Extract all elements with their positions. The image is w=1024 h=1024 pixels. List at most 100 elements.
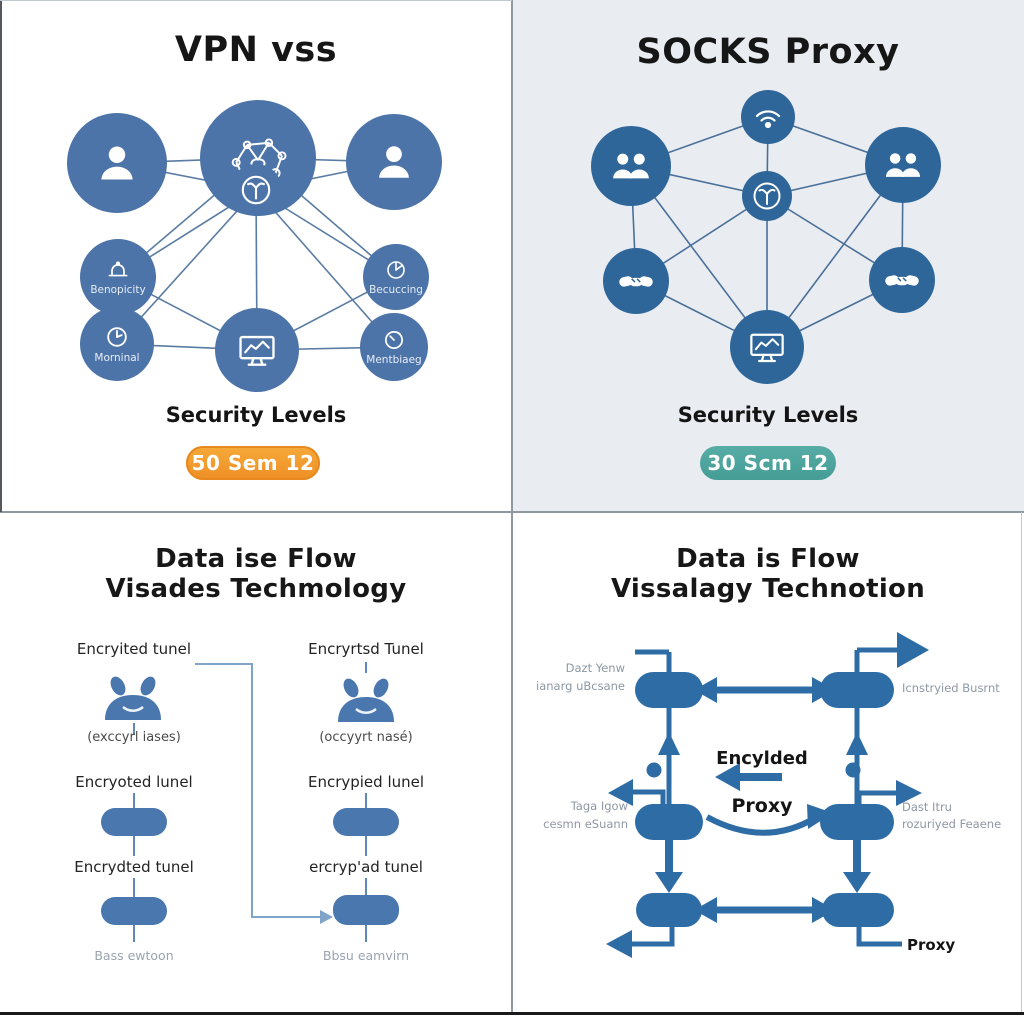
arrowhead-right-icon bbox=[812, 897, 835, 923]
branch-icon bbox=[241, 175, 271, 205]
panel-socks: SOCKS Proxy bbox=[512, 0, 1024, 512]
pie-chart-icon bbox=[387, 261, 405, 279]
socks-node-users-right bbox=[865, 127, 941, 203]
vpn-title: VPN vss bbox=[174, 30, 338, 70]
vpn-node-monitor bbox=[215, 308, 299, 392]
arrowhead-left-icon bbox=[606, 930, 632, 958]
socks-node-hub bbox=[742, 171, 792, 221]
flow-pill bbox=[636, 893, 702, 927]
flow-tick bbox=[365, 662, 367, 673]
arrowhead-up-icon bbox=[658, 732, 680, 755]
vpn-node-user-right bbox=[346, 114, 442, 210]
flow-socks-diagram bbox=[606, 632, 929, 958]
flow-vpn-left-mid-label: Encryoted lunel bbox=[75, 773, 193, 791]
arrowhead-right-icon bbox=[320, 910, 333, 924]
user-icon bbox=[101, 146, 133, 180]
flow-socks-title-line2: Vissalagy Technotion bbox=[610, 574, 926, 604]
flow-socks-left-top-label1: Dazt Yenw bbox=[565, 661, 625, 675]
arrowhead-right-icon bbox=[897, 632, 929, 668]
monitor-chart-icon bbox=[750, 333, 784, 363]
frame-top-edge bbox=[0, 0, 512, 1]
socks-node-users-left bbox=[591, 126, 671, 206]
panel-flow-vpn: Data ise Flow Visades Techmology Encryit… bbox=[0, 512, 512, 1024]
flow-vpn-right-top-label: Encryrtsd Tunel bbox=[308, 640, 424, 658]
flow-vpn-left-caption: (exccyrl iases) bbox=[87, 730, 181, 745]
vpn-security-badge: 50 Sem 12 bbox=[186, 446, 320, 480]
frame-left-edge bbox=[0, 0, 2, 512]
cloud-ears-icon bbox=[105, 676, 161, 720]
flow-vpn-right-caption: (occyyrt nasé) bbox=[319, 730, 413, 745]
panel-flow-socks: Data is Flow Vissalagy Technotion bbox=[512, 512, 1024, 1024]
socks-title: SOCKS Proxy bbox=[636, 32, 900, 72]
flow-pill bbox=[820, 672, 894, 708]
flow-pill bbox=[822, 893, 894, 927]
flow-socks-left-top-label2: ianarg uBcsane bbox=[536, 679, 625, 693]
tunnel-pill bbox=[333, 895, 399, 925]
vpn-node-securing: Becuccing bbox=[363, 244, 429, 310]
connector-dot bbox=[845, 762, 861, 778]
user-icon bbox=[379, 146, 409, 178]
flow-socks-title-line1: Data is Flow bbox=[676, 544, 860, 574]
socks-node-handshake-right bbox=[869, 247, 935, 313]
vpn-network-lines bbox=[116, 157, 397, 351]
flow-vpn-title-line1: Data ise Flow bbox=[155, 544, 357, 574]
vpn-node-hub bbox=[230, 164, 282, 216]
socks-node-wifi bbox=[741, 90, 795, 144]
tunnel-pill bbox=[333, 808, 399, 836]
socks-network-lines bbox=[630, 116, 904, 348]
flow-pill bbox=[820, 804, 894, 840]
tunnel-pill bbox=[101, 808, 167, 836]
panel-vpn: VPN vss bbox=[0, 0, 512, 512]
flow-socks-right-mid-label2: rozuriyed Feaene bbox=[902, 817, 1002, 831]
flow-tick bbox=[365, 836, 367, 856]
flow-vpn-connector bbox=[195, 663, 333, 924]
bell-icon bbox=[108, 261, 128, 277]
flow-tick bbox=[133, 793, 135, 808]
arrowhead-right-icon bbox=[896, 780, 922, 806]
arrowhead-down-icon bbox=[843, 872, 871, 893]
flow-socks-left-mid-label2: cesmn eSuann bbox=[543, 817, 628, 831]
users-icon bbox=[885, 153, 921, 177]
arrowhead-curve-icon bbox=[807, 804, 833, 829]
flow-tick bbox=[133, 723, 135, 735]
flow-socks-center-label2: Proxy bbox=[731, 795, 793, 817]
handshake-icon bbox=[885, 275, 919, 286]
flow-tick bbox=[133, 836, 135, 856]
flow-tick bbox=[133, 878, 135, 897]
flow-vpn-left-lower-label: Encrydted tunel bbox=[74, 858, 194, 876]
monitor-chart-icon bbox=[239, 335, 275, 366]
users-icon bbox=[613, 153, 649, 179]
flow-vpn-left-top-label: Encryited tunel bbox=[76, 640, 192, 658]
vpn-node-nominal: Morninal bbox=[80, 307, 154, 381]
handshake-icon bbox=[619, 276, 653, 287]
wifi-icon bbox=[755, 110, 781, 129]
flow-tick bbox=[133, 925, 135, 942]
frame-right-edge bbox=[1021, 512, 1022, 1013]
vpn-node-label: Mentbiaeg bbox=[366, 354, 422, 366]
vpn-node-security: Benopicity bbox=[80, 239, 156, 315]
connector-dot bbox=[646, 762, 662, 778]
flow-pill bbox=[635, 804, 703, 840]
flow-vpn-left-footer: Bass ewtoon bbox=[94, 948, 174, 963]
horizontal-divider bbox=[0, 511, 1024, 513]
arrowhead-left-icon bbox=[694, 677, 717, 703]
flow-vpn-right-lower-label: ercryp'ad tunel bbox=[309, 858, 423, 876]
socks-node-monitor bbox=[730, 310, 804, 384]
vertical-divider bbox=[511, 0, 513, 1013]
socks-security-badge: 30 Scm 12 bbox=[700, 446, 836, 480]
vpn-node-monitoring: Mentbiaeg bbox=[360, 313, 428, 381]
network-icon bbox=[231, 138, 287, 181]
tunnel-pill bbox=[101, 897, 167, 925]
arrowhead-left-icon bbox=[694, 897, 717, 923]
flow-tick bbox=[365, 878, 367, 895]
vpn-node-label: Morninal bbox=[94, 352, 140, 364]
socks-security-heading: Security Levels bbox=[677, 403, 859, 427]
timer-icon bbox=[385, 331, 403, 349]
socks-node-handshake-left bbox=[603, 248, 669, 314]
vpn-node-label: Becuccing bbox=[369, 284, 423, 296]
flow-pill bbox=[635, 672, 703, 708]
arrowhead-left-icon bbox=[608, 779, 633, 806]
clock-icon bbox=[107, 327, 127, 347]
flow-socks-center-label1: Encylded bbox=[716, 748, 808, 769]
